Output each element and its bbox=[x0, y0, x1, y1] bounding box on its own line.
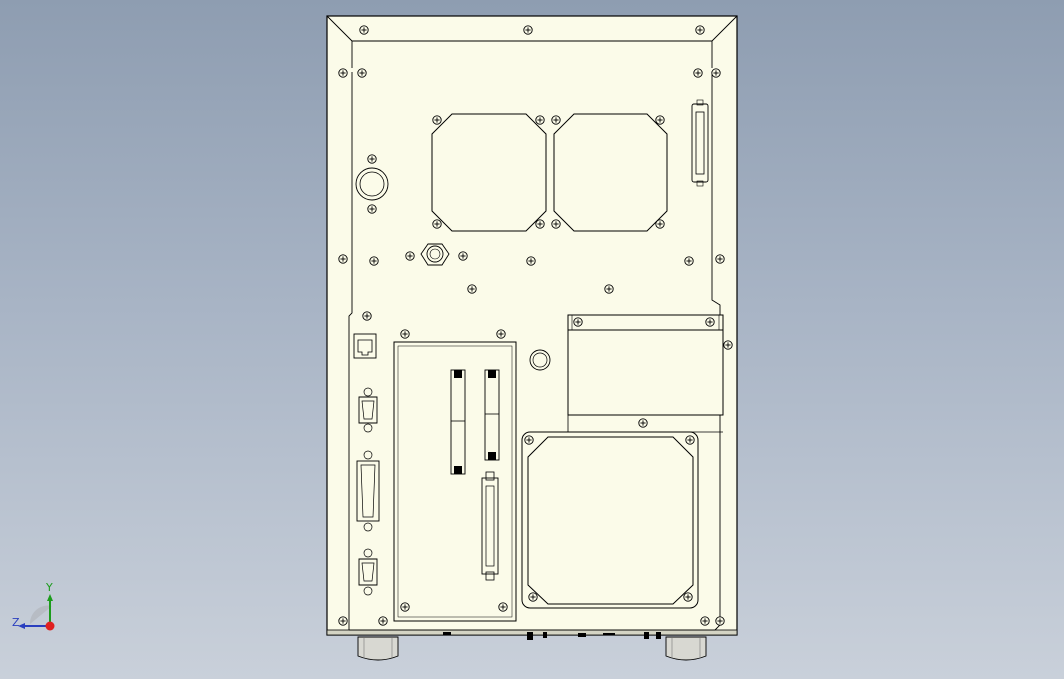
screw-icon bbox=[405, 251, 415, 261]
db9-port-upper bbox=[358, 387, 378, 433]
cable-gland bbox=[420, 243, 450, 266]
screw-icon bbox=[338, 68, 348, 78]
circular-connector bbox=[355, 167, 389, 201]
screw-icon bbox=[573, 317, 583, 327]
screw-icon bbox=[604, 284, 614, 294]
screw-icon bbox=[458, 251, 468, 261]
screw-icon bbox=[338, 616, 348, 626]
screw-icon bbox=[369, 256, 379, 266]
screw-icon bbox=[695, 25, 705, 35]
screw-icon bbox=[467, 284, 477, 294]
fan-vent-left bbox=[431, 113, 547, 232]
screw-icon bbox=[700, 616, 710, 626]
x-axis-origin-icon bbox=[45, 621, 55, 631]
screw-icon bbox=[362, 311, 372, 321]
lan-port bbox=[353, 333, 377, 359]
fan-vent-right bbox=[553, 113, 668, 232]
feet bbox=[357, 636, 707, 661]
screw-icon bbox=[524, 435, 534, 445]
screw-icon bbox=[638, 418, 648, 428]
z-axis-label: Z bbox=[12, 616, 20, 629]
screw-icon bbox=[400, 602, 410, 612]
screw-icon bbox=[655, 115, 665, 125]
db9-port-lower bbox=[358, 548, 378, 596]
screw-icon bbox=[523, 25, 533, 35]
screw-icon bbox=[367, 154, 377, 164]
db25-port bbox=[356, 450, 380, 532]
screw-icon bbox=[400, 329, 410, 339]
screw-icon bbox=[685, 435, 695, 445]
connector-top-right bbox=[691, 99, 709, 187]
screw-icon bbox=[357, 68, 367, 78]
screw-icon bbox=[496, 329, 506, 339]
screw-icon bbox=[526, 256, 536, 266]
card-slot-panel bbox=[393, 341, 517, 622]
screw-icon bbox=[359, 25, 369, 35]
round-cap bbox=[529, 349, 551, 371]
screw-icon bbox=[432, 219, 442, 229]
screw-icon bbox=[378, 616, 388, 626]
screw-icon bbox=[683, 592, 693, 602]
screw-icon bbox=[711, 68, 721, 78]
screw-icon bbox=[655, 219, 665, 229]
y-axis-label: Y bbox=[46, 581, 53, 594]
screw-icon bbox=[528, 592, 538, 602]
screw-icon bbox=[551, 219, 561, 229]
screw-icon bbox=[715, 254, 725, 264]
screw-icon bbox=[338, 254, 348, 264]
screw-icon bbox=[432, 115, 442, 125]
screw-icon bbox=[723, 340, 733, 350]
screw-icon bbox=[684, 256, 694, 266]
screw-icon bbox=[551, 115, 561, 125]
power-unit-box bbox=[567, 314, 724, 433]
screw-icon bbox=[535, 219, 545, 229]
screw-icon bbox=[715, 616, 725, 626]
screw-icon bbox=[693, 68, 703, 78]
screw-icon bbox=[705, 317, 715, 327]
fan-vent-large bbox=[521, 431, 699, 609]
screw-icon bbox=[367, 204, 377, 214]
screw-icon bbox=[498, 602, 508, 612]
screw-icon bbox=[535, 115, 545, 125]
